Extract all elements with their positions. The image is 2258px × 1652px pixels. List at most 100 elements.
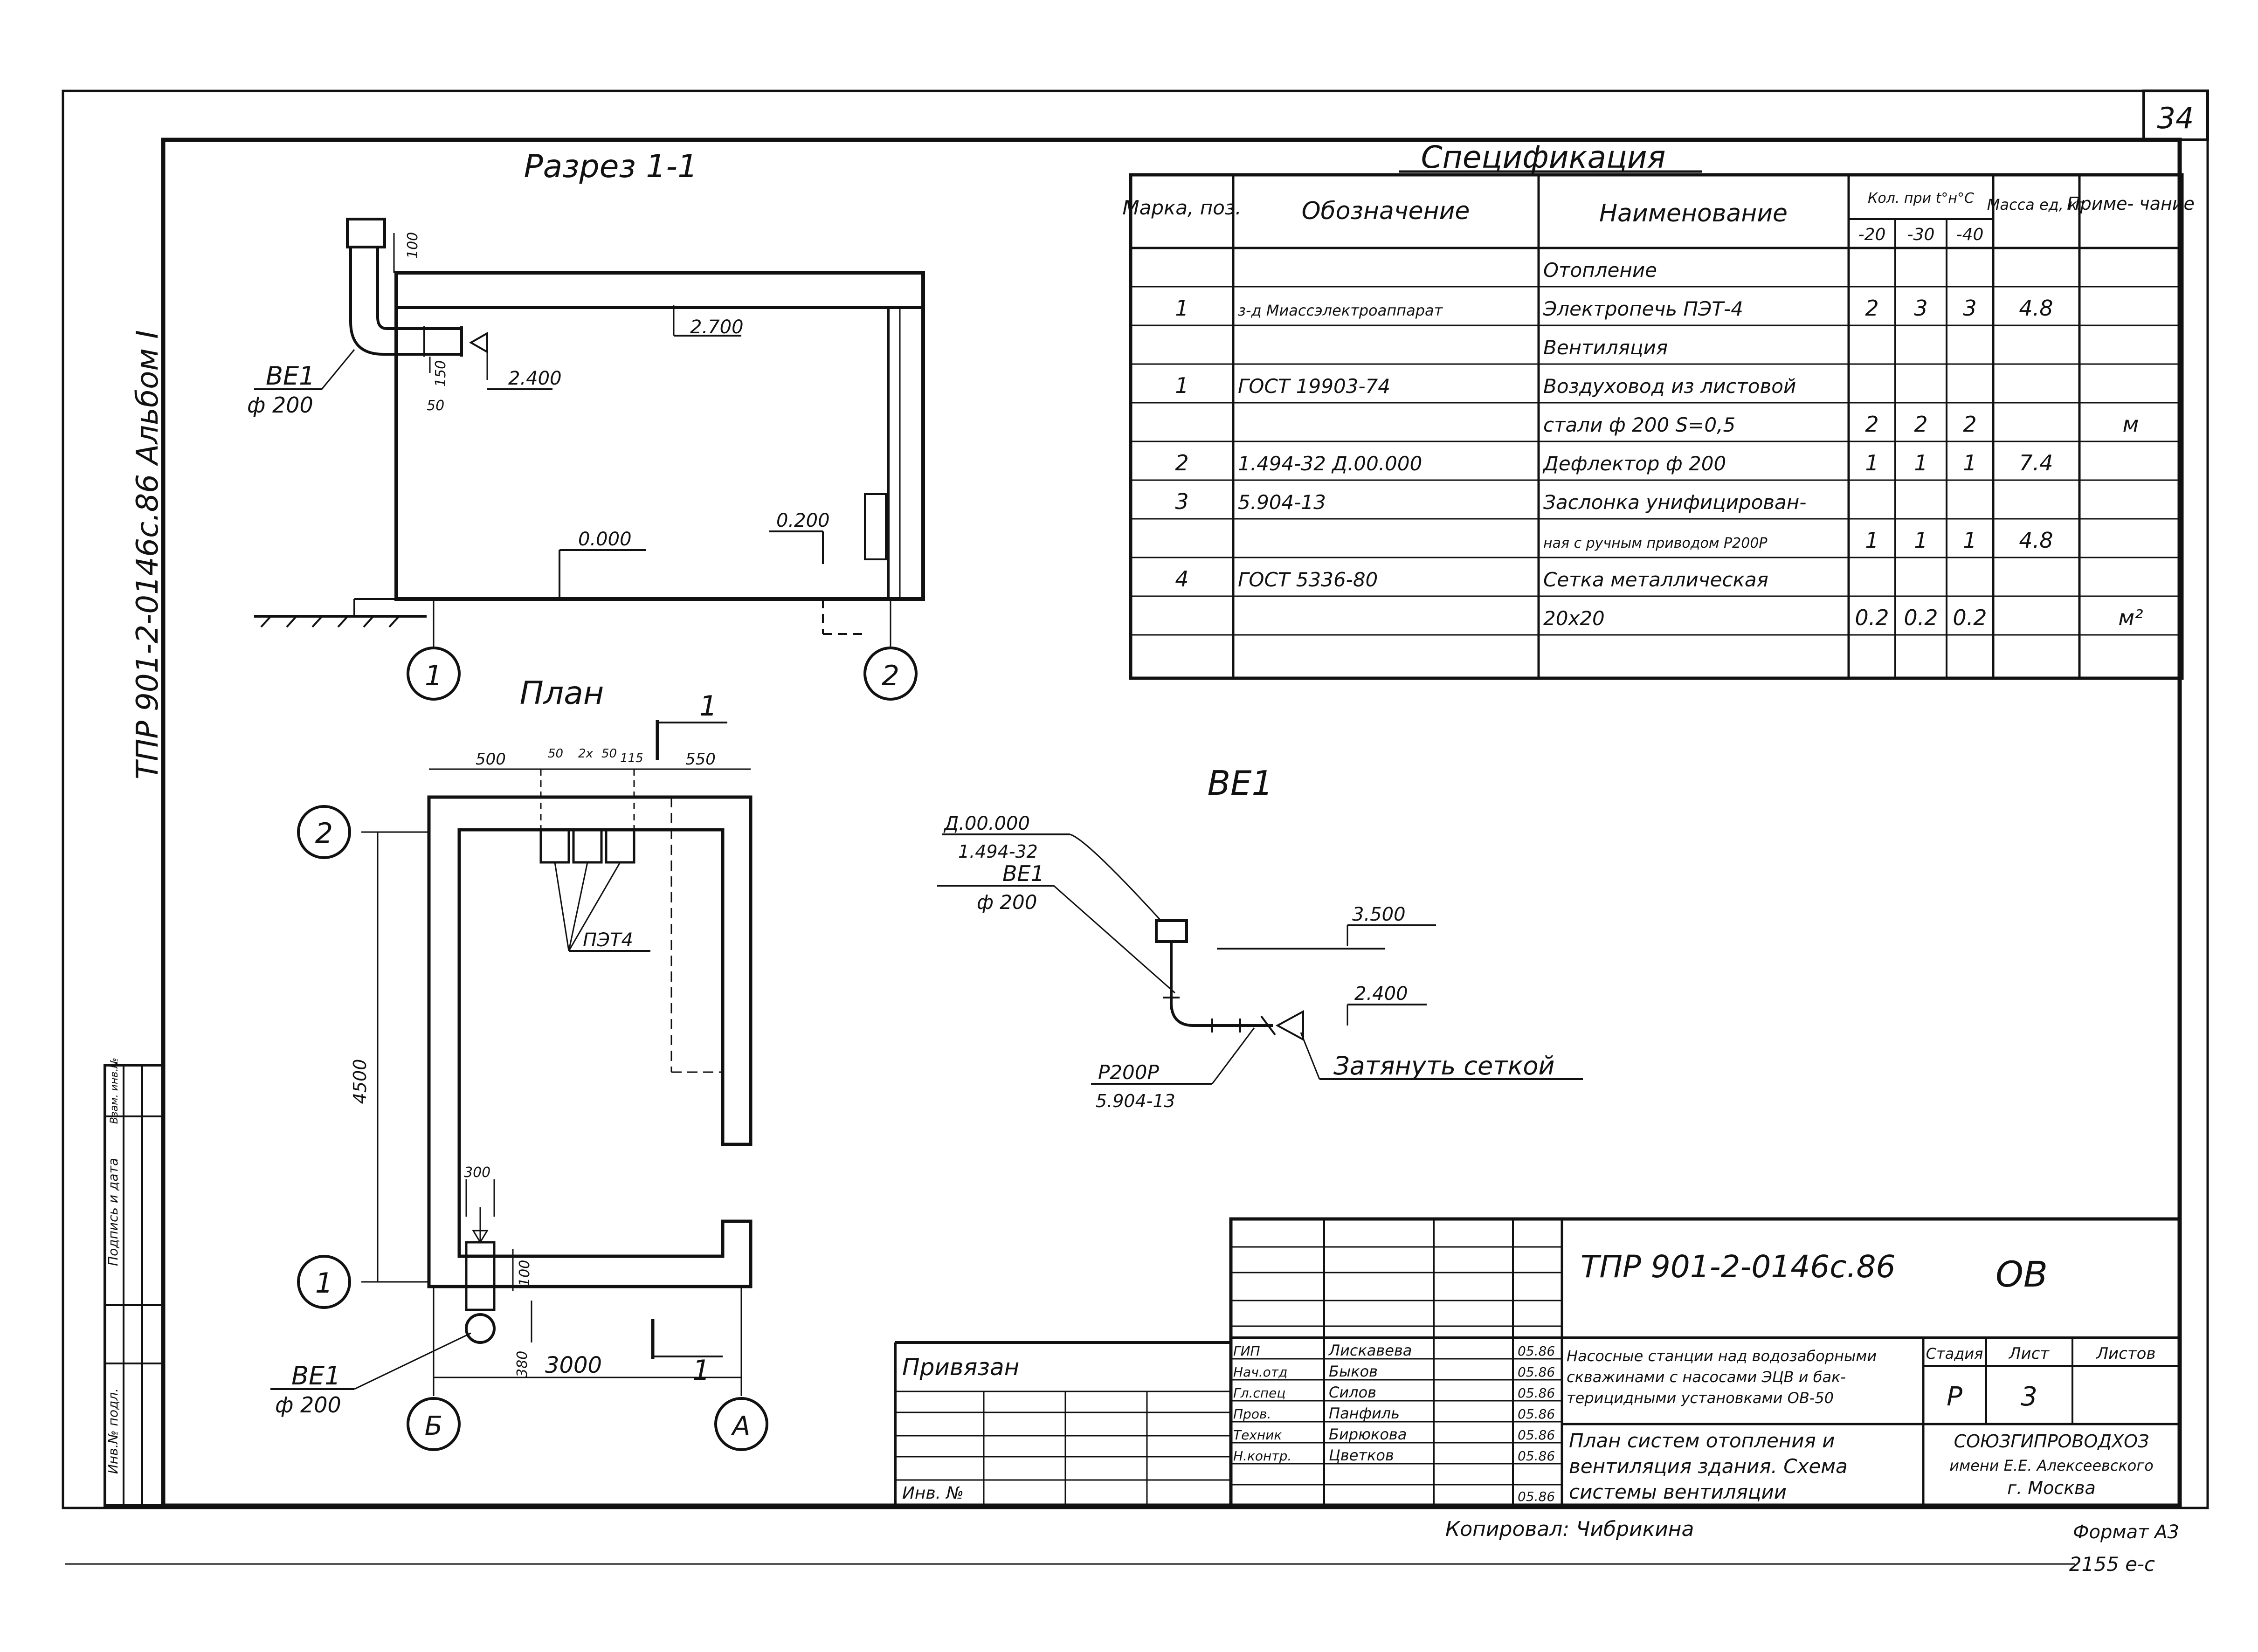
svg-text:ф 200: ф 200 [275,1392,341,1418]
spec-cell-q1: 2 [1865,296,1878,321]
plan-title: План [520,675,604,712]
svg-text:115: 115 [620,751,643,765]
stamp-role: Нач.отд [1233,1364,1287,1380]
svg-text:вентиляция здания. Схема: вентиляция здания. Схема [1569,1455,1848,1478]
footer-copied: Копировал: Чибрикина [1445,1517,1694,1541]
svg-text:ВЕ1: ВЕ1 [266,361,315,391]
spec-cell-q2: 1 [1914,450,1927,475]
svg-text:50: 50 [601,747,617,761]
svg-text:Р200Р: Р200Р [1098,1061,1159,1084]
section-view: Разрез 1-1 100 150 50 2.400 2. [247,148,925,701]
stamp-role: ГИП [1233,1343,1260,1359]
svg-text:2: 2 [315,817,333,850]
spec-cell-q3: 1 [1963,528,1976,553]
stamp-role: Гл.спец [1233,1385,1285,1401]
side-stamp: ТПР 901-2-0146с.86 Альбом I [131,330,165,779]
svg-text:скважинами с насосами ЭЦВ и ба: скважинами с насосами ЭЦВ и бак- [1567,1368,1846,1386]
spec-cell-desig: ГОСТ 5336-80 [1238,568,1378,591]
svg-text:0.000: 0.000 [578,529,632,550]
svg-text:Приме- чание: Приме- чание [2067,193,2195,214]
stamp-role: Пров. [1233,1406,1271,1422]
svg-text:2.700: 2.700 [690,317,744,338]
left-strip: Инв.№ подл. Подпись и дата Взам. инв.№ [104,1058,165,1507]
svg-text:3.500: 3.500 [1352,904,1406,925]
spec-cell-q2: 2 [1914,412,1927,437]
spec-cell-name: Вентиляция [1543,336,1668,359]
svg-text:0.200: 0.200 [776,510,830,531]
spec-cell-mark: 1 [1175,373,1188,398]
svg-text:3000: 3000 [545,1352,602,1378]
svg-text:2.400: 2.400 [1354,983,1408,1005]
spec-cell-name: Электропечь ПЭТ-4 [1543,297,1743,320]
svg-text:1: 1 [315,1267,333,1300]
stamp-date: 05.86 [1518,1343,1555,1359]
svg-text:Наименование: Наименование [1599,200,1788,227]
sheet-number: 34 [2157,101,2194,135]
spec-cell-note: м [2123,412,2139,437]
stamp-role: Техник [1233,1427,1282,1443]
spec-cell-name: Дефлектор ф 200 [1542,452,1726,475]
stamp-name: Лискавева [1328,1342,1412,1359]
svg-text:Подпись и дата: Подпись и дата [105,1158,121,1266]
svg-text:Взам. инв.№: Взам. инв.№ [109,1058,120,1124]
svg-text:Листов: Листов [2095,1344,2155,1363]
svg-text:2.400: 2.400 [508,368,562,389]
svg-text:-30: -30 [1907,225,1935,244]
spec-cell-q3: 2 [1963,412,1976,437]
svg-text:2х: 2х [578,747,594,761]
svg-text:2: 2 [882,660,899,692]
spec-cell-desig: 1.494-32 Д.00.000 [1238,452,1422,475]
spec-cell-q1: 2 [1865,412,1878,437]
svg-text:Лист: Лист [2008,1344,2050,1363]
spec-cell-q3: 3 [1963,296,1976,321]
svg-text:300: 300 [464,1164,490,1181]
svg-text:Д.00.000: Д.00.000 [943,813,1030,834]
scheme-title: ВЕ1 [1208,764,1273,803]
stamp-role: Н.контр. [1233,1448,1291,1464]
spec-cell-q3: 0.2 [1953,605,1987,630]
spec-rows: Отопление 1 з-д Миассэлектроаппарат Электро… [1175,259,2143,630]
spec-cell-mass: 4.8 [2019,528,2053,553]
svg-text:50: 50 [548,747,563,761]
spec-cell-note: м² [2118,605,2143,630]
svg-text:4500: 4500 [350,1059,370,1104]
svg-text:ВЕ1: ВЕ1 [1002,861,1044,886]
svg-text:1: 1 [425,660,442,692]
svg-text:ВЕ1: ВЕ1 [291,1361,341,1390]
spec-cell-q2: 3 [1914,296,1927,321]
svg-text:1: 1 [692,1354,710,1387]
stamp-name: Силов [1329,1384,1376,1401]
svg-text:100: 100 [405,232,421,259]
spec-cell-mark: 4 [1175,566,1188,592]
spec-cell-name: 20х20 [1543,607,1605,630]
svg-text:Марка, поз.: Марка, поз. [1122,196,1241,219]
spec-cell-name: стали ф 200 S=0,5 [1543,413,1735,436]
svg-text:Кол. при t°н°С: Кол. при t°н°С [1868,190,1974,206]
spec-cell-q1: 0.2 [1855,605,1889,630]
sheet-number-box [2142,89,2209,141]
spec-cell-name: Отопление [1543,259,1657,282]
svg-text:500: 500 [476,750,506,769]
spec-cell-desig: з-д Миассэлектроаппарат [1238,302,1443,319]
svg-text:5.904-13: 5.904-13 [1096,1091,1175,1111]
stamp-date: 05.86 [1518,1364,1555,1380]
svg-text:3: 3 [2021,1382,2037,1412]
svg-text:ф 200: ф 200 [247,392,313,418]
spec-cell-q2: 1 [1914,528,1927,553]
spec-cell-desig: 5.904-13 [1238,491,1326,514]
svg-text:План систем отопления и: План систем отопления и [1569,1429,1835,1452]
spec-cell-name: Воздуховод из листовой [1543,375,1796,398]
svg-text:ф 200: ф 200 [977,891,1037,914]
svg-text:терицидными установками ОВ-50: терицидными установками ОВ-50 [1567,1389,1834,1407]
spec-cell-mark: 2 [1175,450,1188,475]
spec-cell-mass: 4.8 [2019,296,2053,321]
svg-text:А: А [731,1411,750,1441]
spec-cell-name: Сетка металлическая [1543,568,1768,591]
plan-view: План ПЭТ4 500 50 2х 50 115 550 1 1 4500 [270,675,768,1451]
spec-cell-mass: 7.4 [2019,450,2053,475]
spec-cell-q3: 1 [1963,450,1976,475]
inner-frame [161,138,2182,1508]
svg-text:Привязан: Привязан [902,1354,1019,1381]
svg-text:150: 150 [433,360,449,387]
